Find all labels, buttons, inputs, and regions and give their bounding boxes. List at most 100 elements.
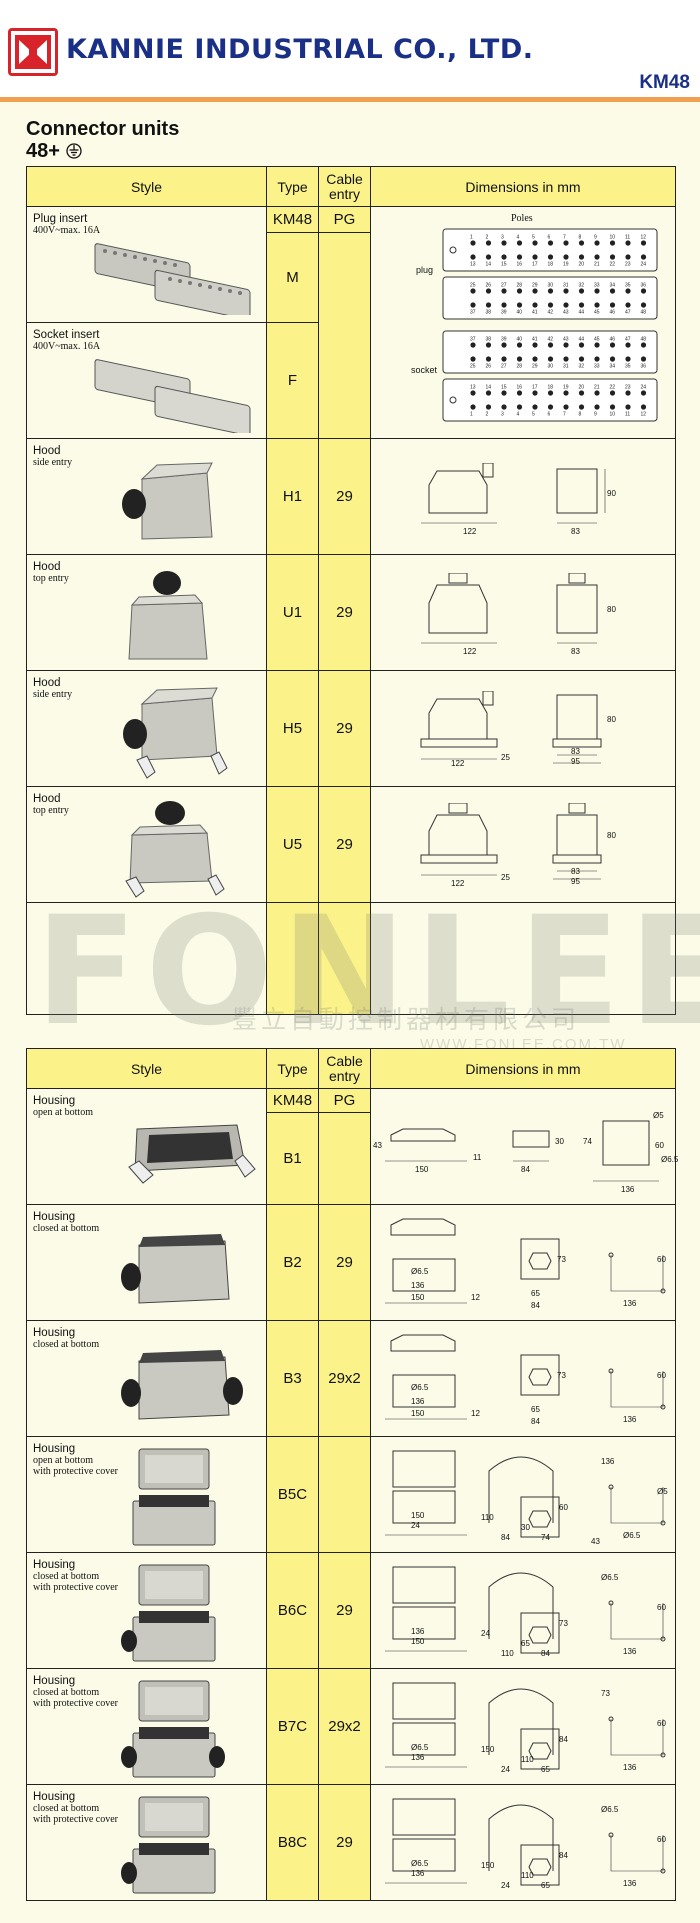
dim-label: 84 bbox=[531, 1301, 540, 1310]
pole-number: 7 bbox=[563, 412, 566, 418]
housing-cable: 29 bbox=[318, 1204, 371, 1321]
pole-number: 26 bbox=[486, 364, 492, 370]
dim-label: Ø6.5 bbox=[601, 1573, 619, 1582]
dim-label: 136 bbox=[623, 1415, 637, 1424]
col-style-header: Style bbox=[26, 166, 267, 207]
dim-label: 84 bbox=[501, 1533, 510, 1542]
housing-cable: 29x2 bbox=[318, 1668, 371, 1785]
pole-number: 19 bbox=[563, 385, 569, 391]
pole-pin bbox=[516, 342, 523, 348]
pole-pin bbox=[625, 288, 631, 294]
pole-number: 46 bbox=[610, 337, 616, 343]
pole-pin bbox=[501, 254, 507, 260]
dim-label: 60 bbox=[657, 1835, 666, 1844]
dim-label: 60 bbox=[657, 1255, 666, 1264]
dim-label: 110 bbox=[521, 1871, 534, 1880]
dim-label: 43 bbox=[591, 1537, 600, 1546]
pole-number: 44 bbox=[579, 337, 585, 343]
dim-label: 60 bbox=[657, 1603, 666, 1612]
pole-pin bbox=[563, 288, 569, 294]
hood-h1-photo bbox=[122, 462, 213, 540]
plug-insert-photo bbox=[94, 243, 251, 315]
dim-label: 83 bbox=[571, 867, 580, 876]
pole-number: 2 bbox=[486, 412, 489, 418]
pole-number: 27 bbox=[501, 364, 507, 370]
pole-number: 17 bbox=[532, 385, 538, 391]
pole-number: 6 bbox=[548, 235, 551, 241]
dim-label: 65 bbox=[521, 1639, 530, 1648]
pole-pin bbox=[578, 342, 585, 348]
pole-number: 31 bbox=[563, 364, 569, 370]
dim-label: 25 bbox=[501, 753, 510, 762]
company-name: KANNIE INDUSTRIAL CO., LTD. bbox=[66, 34, 534, 65]
pole-pin bbox=[470, 254, 476, 260]
dim-label: 65 bbox=[541, 1881, 550, 1890]
dim-label: 24 bbox=[411, 1521, 420, 1530]
pole-number: 13 bbox=[470, 385, 476, 391]
housing-sub-label: with protective cover bbox=[33, 1814, 118, 1825]
dim-label: 12 bbox=[471, 1293, 480, 1302]
dim-label: 73 bbox=[557, 1255, 566, 1264]
dim-label: 122 bbox=[463, 647, 477, 656]
hood-h5-photo bbox=[123, 687, 228, 779]
pole-number: 40 bbox=[517, 337, 523, 343]
dim-label: 136 bbox=[623, 1763, 637, 1772]
dim-label: Ø6.5 bbox=[601, 1805, 619, 1814]
plug-insert-spec: 400V~max. 16A bbox=[33, 225, 101, 236]
pole-number: 31 bbox=[563, 283, 569, 289]
pole-number: 27 bbox=[501, 283, 507, 289]
pole-pin bbox=[609, 302, 616, 308]
pole-pin bbox=[501, 404, 507, 410]
pole-number: 43 bbox=[563, 310, 569, 316]
pole-number: 44 bbox=[579, 310, 585, 316]
dim-label: 11 bbox=[473, 1153, 482, 1162]
pole-pin bbox=[578, 254, 585, 260]
pole-pin bbox=[470, 390, 476, 396]
dim-label: Ø6.5 bbox=[623, 1531, 641, 1540]
housing-b1-photo bbox=[128, 1124, 256, 1184]
pole-pin bbox=[594, 342, 600, 348]
pole-number: 17 bbox=[532, 262, 538, 268]
dim-label: 95 bbox=[571, 757, 580, 766]
table-row-empty bbox=[26, 902, 676, 1015]
pole-pin bbox=[640, 342, 647, 348]
pole-pin bbox=[625, 356, 631, 362]
pole-pin bbox=[640, 302, 647, 308]
dim-label: 95 bbox=[571, 877, 580, 886]
housing-photo bbox=[121, 1564, 216, 1662]
housing-type: B7C bbox=[266, 1668, 319, 1785]
col-cable-header: Cable entry bbox=[318, 1048, 371, 1089]
dim-label: 150 bbox=[481, 1861, 495, 1870]
pole-number: 47 bbox=[625, 310, 631, 316]
pole-pin bbox=[485, 302, 492, 308]
pole-pin bbox=[470, 302, 476, 308]
pole-pin bbox=[516, 390, 523, 396]
dim-label: 136 bbox=[621, 1185, 635, 1194]
pole-pin bbox=[547, 254, 554, 260]
connector-units-table: Style Type Cable entry Dimensions in mm … bbox=[26, 166, 676, 1015]
pole-number: 33 bbox=[594, 364, 600, 370]
section-title: Connector units 48+ bbox=[26, 118, 179, 162]
dim-label: 30 bbox=[555, 1137, 564, 1146]
dim-label: 30 bbox=[521, 1523, 530, 1532]
housing-sub-label: with protective cover bbox=[33, 1698, 118, 1709]
housing-type: B3 bbox=[266, 1320, 319, 1437]
housing-type: B6C bbox=[266, 1552, 319, 1669]
housing-cable: 29 bbox=[318, 1784, 371, 1901]
dim-label: 110 bbox=[481, 1513, 494, 1522]
dim-label: Ø5 bbox=[653, 1111, 664, 1120]
dim-label: 25 bbox=[501, 873, 510, 882]
pole-pin bbox=[485, 288, 492, 294]
pole-number: 25 bbox=[470, 283, 476, 289]
subheader-cable: PG bbox=[318, 206, 371, 233]
pole-number: 45 bbox=[594, 337, 600, 343]
